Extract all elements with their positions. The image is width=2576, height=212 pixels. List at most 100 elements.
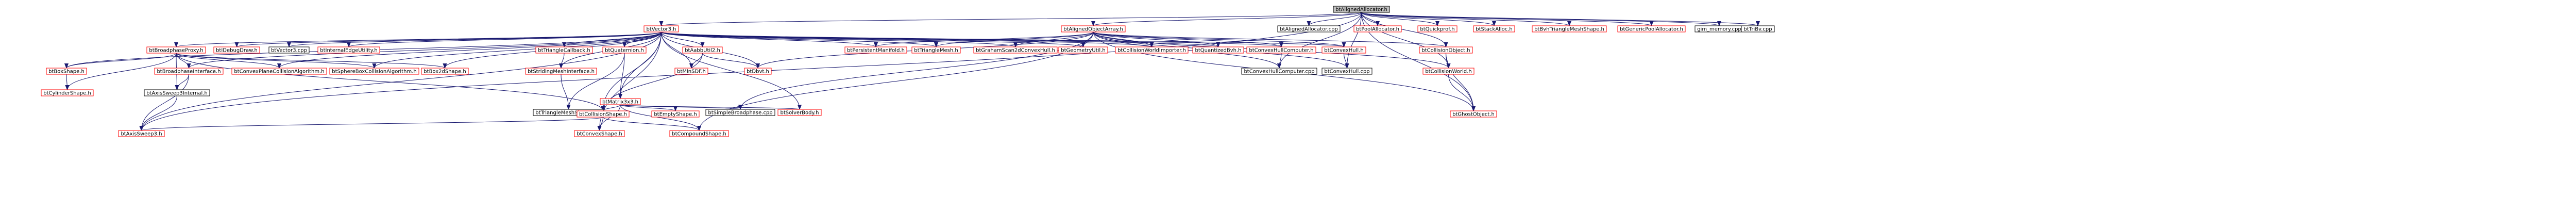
edge-btvector3-h-to-btsphereboxcollisionalgorithm-h xyxy=(372,31,662,69)
node-btsolverbody-h[interactable]: btSolverBody.h xyxy=(777,109,822,116)
node-btpersistentmanifold-h[interactable]: btPersistentManifold.h xyxy=(844,46,907,54)
node-btalignedallocator-cpp[interactable]: btAlignedAllocator.cpp xyxy=(1277,25,1341,32)
node-box xyxy=(1277,25,1341,32)
node-bttribv-cpp[interactable]: btTriBv.cpp xyxy=(1741,25,1775,32)
node-btalignedallocator-h: btAlignedAllocator.h xyxy=(1333,6,1390,13)
node-box xyxy=(144,89,210,96)
edge-btaabbutil2-h-to-btdbvt-h xyxy=(702,53,760,69)
node-btstridingmeshinterface-h[interactable]: btStridingMeshInterface.h xyxy=(525,68,597,75)
node-btvector3-h[interactable]: btVector3.h xyxy=(643,25,679,32)
node-label: btConvexShape.h xyxy=(577,132,622,137)
node-btmatrix3x3-h[interactable]: btMatrix3x3.h xyxy=(600,98,641,105)
node-btinternaledgeutility-h[interactable]: btInternalEdgeUtility.h xyxy=(317,46,380,54)
node-btalignedobjectarray-h[interactable]: btAlignedObjectArray.h xyxy=(1061,25,1126,32)
node-label: btTriangleCallback.h xyxy=(538,48,590,54)
edge-btbroadphaseproxy-h-to-btconvexplanecollisionalgorithm-h xyxy=(176,53,281,69)
node-btboxshape-h[interactable]: btBoxShape.h xyxy=(46,68,87,75)
node-label: btMatrix3x3.h xyxy=(602,100,638,105)
node-btaxissweep3internal-h[interactable]: btAxisSweep3Internal.h xyxy=(144,89,210,96)
edge-btalignedallocator-h-to-btcollisionobject-h xyxy=(1361,12,1448,47)
edge-btvector3-h-to-btbroadphaseinterface-h xyxy=(187,31,662,69)
node-btidebugdraw-h[interactable]: btIDebugDraw.h xyxy=(213,46,260,54)
node-label: btCylinderShape.h xyxy=(43,91,91,96)
node-bttrianglemesh-h[interactable]: btTriangleMesh.h xyxy=(911,46,961,54)
node-label: btAabbUtil2.h xyxy=(685,48,720,54)
node-btdbvt-h[interactable]: btDbvt.h xyxy=(744,68,772,75)
node-btcollisionobject-h[interactable]: btCollisionObject.h xyxy=(1419,46,1473,54)
edge-btalignedobjectarray-h-to-bttrianglemesh-h xyxy=(934,31,1094,47)
edge-btaabbutil2-h-to-btminsdf-h xyxy=(689,53,703,69)
node-btpoolallocator-h[interactable]: btPoolAllocator.h xyxy=(1353,25,1402,32)
node-btbroadphaseinterface-h[interactable]: btBroadphaseInterface.h xyxy=(154,68,224,75)
graph-nodes: btAlignedAllocator.h btVector3.h btAligned… xyxy=(41,6,1775,137)
node-btemptyshape-h[interactable]: btEmptyShape.h xyxy=(651,110,700,118)
node-btcollisionshape-h[interactable]: btCollisionShape.h xyxy=(577,110,630,118)
node-label: btAlignedObjectArray.h xyxy=(1063,27,1123,32)
node-label: btSphereBoxCollisionAlgorithm.h xyxy=(332,69,416,75)
node-btconvexplanecollisionalgorithm-h[interactable]: btConvexPlaneCollisionAlgorithm.h xyxy=(231,68,327,75)
node-btcylindershape-h[interactable]: btCylinderShape.h xyxy=(41,89,94,96)
node-box xyxy=(1419,46,1473,54)
edge-btvector3-h-to-btinternaledgeutility-h xyxy=(347,31,662,47)
node-label: btGrahamScan2dConvexHull.h xyxy=(976,48,1055,54)
edge-btmatrix3x3-h-to-btcompoundshape-h xyxy=(620,104,701,131)
node-gim-memory-cpp[interactable]: gim_memory.cpp xyxy=(1694,25,1744,32)
node-btgeometryutil-h[interactable]: btGeometryUtil.h xyxy=(1058,46,1108,54)
node-btconvexhullcomputer-h[interactable]: btConvexHullComputer.h xyxy=(1246,46,1316,54)
node-box xyxy=(911,46,961,54)
node-box xyxy=(268,46,310,54)
node-btcollisionworldimporter-h[interactable]: btCollisionWorldImporter.h xyxy=(1115,46,1189,54)
node-btminsdf-h[interactable]: btMinSDF.h xyxy=(674,68,708,75)
node-label: btPersistentManifold.h xyxy=(847,48,905,54)
node-btbox2dshape-h[interactable]: btBox2dShape.h xyxy=(421,68,469,75)
node-label: btBroadphaseInterface.h xyxy=(157,69,221,75)
node-btgrahamscan2dconvexhull-h[interactable]: btGrahamScan2dConvexHull.h xyxy=(973,46,1058,54)
node-btquickprof-h[interactable]: btQuickprof.h xyxy=(1417,25,1458,32)
edge-btalignedallocator-h-to-btalignedobjectarray-h xyxy=(1091,12,1362,26)
edge-btalignedallocator-h-to-btbvhtrianglemeshshape-h xyxy=(1361,12,1571,26)
node-btbroadphaseproxy-h[interactable]: btBroadphaseProxy.h xyxy=(146,46,206,54)
node-label: btConvexPlaneCollisionAlgorithm.h xyxy=(234,69,324,75)
edge-btcollisionshape-h-to-btconvexshape-h xyxy=(597,117,603,131)
node-btconvexhull-h[interactable]: btConvexHull.h xyxy=(1321,46,1366,54)
node-btconvexhullcomputer-cpp[interactable]: btConvexHullComputer.cpp xyxy=(1241,68,1317,75)
node-btstackalloc-h[interactable]: btStackAlloc.h xyxy=(1473,25,1515,32)
node-btgenericpoolallocator-h[interactable]: btGenericPoolAllocator.h xyxy=(1617,25,1686,32)
node-box xyxy=(317,46,380,54)
edge-btcollisionshape-h-to-btaxissweep3-h xyxy=(140,117,603,131)
node-label: btCollisionWorldImporter.h xyxy=(1117,48,1186,54)
node-btcollisionworld-h[interactable]: btCollisionWorld.h xyxy=(1422,68,1475,75)
node-btquantizedbvh-h[interactable]: btQuantizedBvh.h xyxy=(1192,46,1244,54)
node-btsimplebroadphase-cpp[interactable]: btSimpleBroadphase.cpp xyxy=(705,109,775,116)
node-label: btSimpleBroadphase.cpp xyxy=(708,110,772,116)
node-label: btCollisionShape.h xyxy=(579,112,627,118)
node-box xyxy=(574,130,625,137)
node-label: btGenericPoolAllocator.h xyxy=(1620,27,1683,32)
node-btghostobject-h[interactable]: btGhostObject.h xyxy=(1450,110,1497,118)
node-box xyxy=(154,68,224,75)
node-label: btQuantizedBvh.h xyxy=(1195,48,1241,54)
node-label: btAlignedAllocator.cpp xyxy=(1280,27,1338,32)
node-btquaternion-h[interactable]: btQuaternion.h xyxy=(602,46,647,54)
edge-btbroadphaseproxy-h-to-btbox2dshape-h xyxy=(176,53,447,69)
node-label: btConvexHull.h xyxy=(1324,48,1363,54)
node-label: btIDebugDraw.h xyxy=(216,48,258,54)
node-btcompoundshape-h[interactable]: btCompoundShape.h xyxy=(669,130,729,137)
edge-btvector3-h-to-btaabbutil2-h xyxy=(661,31,705,47)
node-btconvexhull-cpp[interactable]: btConvexHull.cpp xyxy=(1321,68,1372,75)
node-bttrianglecallback-h[interactable]: btTriangleCallback.h xyxy=(535,46,593,54)
node-box xyxy=(744,68,772,75)
node-btsphereboxcollisionalgorithm-h[interactable]: btSphereBoxCollisionAlgorithm.h xyxy=(329,68,419,75)
edge-btalignedallocator-h-to-btquickprof-h xyxy=(1361,12,1439,26)
node-btconvexshape-h[interactable]: btConvexShape.h xyxy=(574,130,625,137)
node-btaabbutil2-h[interactable]: btAabbUtil2.h xyxy=(682,46,723,54)
node-label: btPoolAllocator.h xyxy=(1356,27,1399,32)
node-box xyxy=(1115,46,1189,54)
node-btbvhtrianglemeshshape-h[interactable]: btBvhTriangleMeshShape.h xyxy=(1532,25,1607,32)
node-btaxissweep3-h[interactable]: btAxisSweep3.h xyxy=(118,130,165,137)
node-box xyxy=(1192,46,1244,54)
node-label: gim_memory.cpp xyxy=(1697,27,1741,32)
node-label: btBox2dShape.h xyxy=(423,69,466,75)
edge-btalignedallocator-h-to-bttribv-cpp xyxy=(1361,12,1760,26)
node-btvector3-cpp[interactable]: btVector3.cpp xyxy=(268,46,310,54)
